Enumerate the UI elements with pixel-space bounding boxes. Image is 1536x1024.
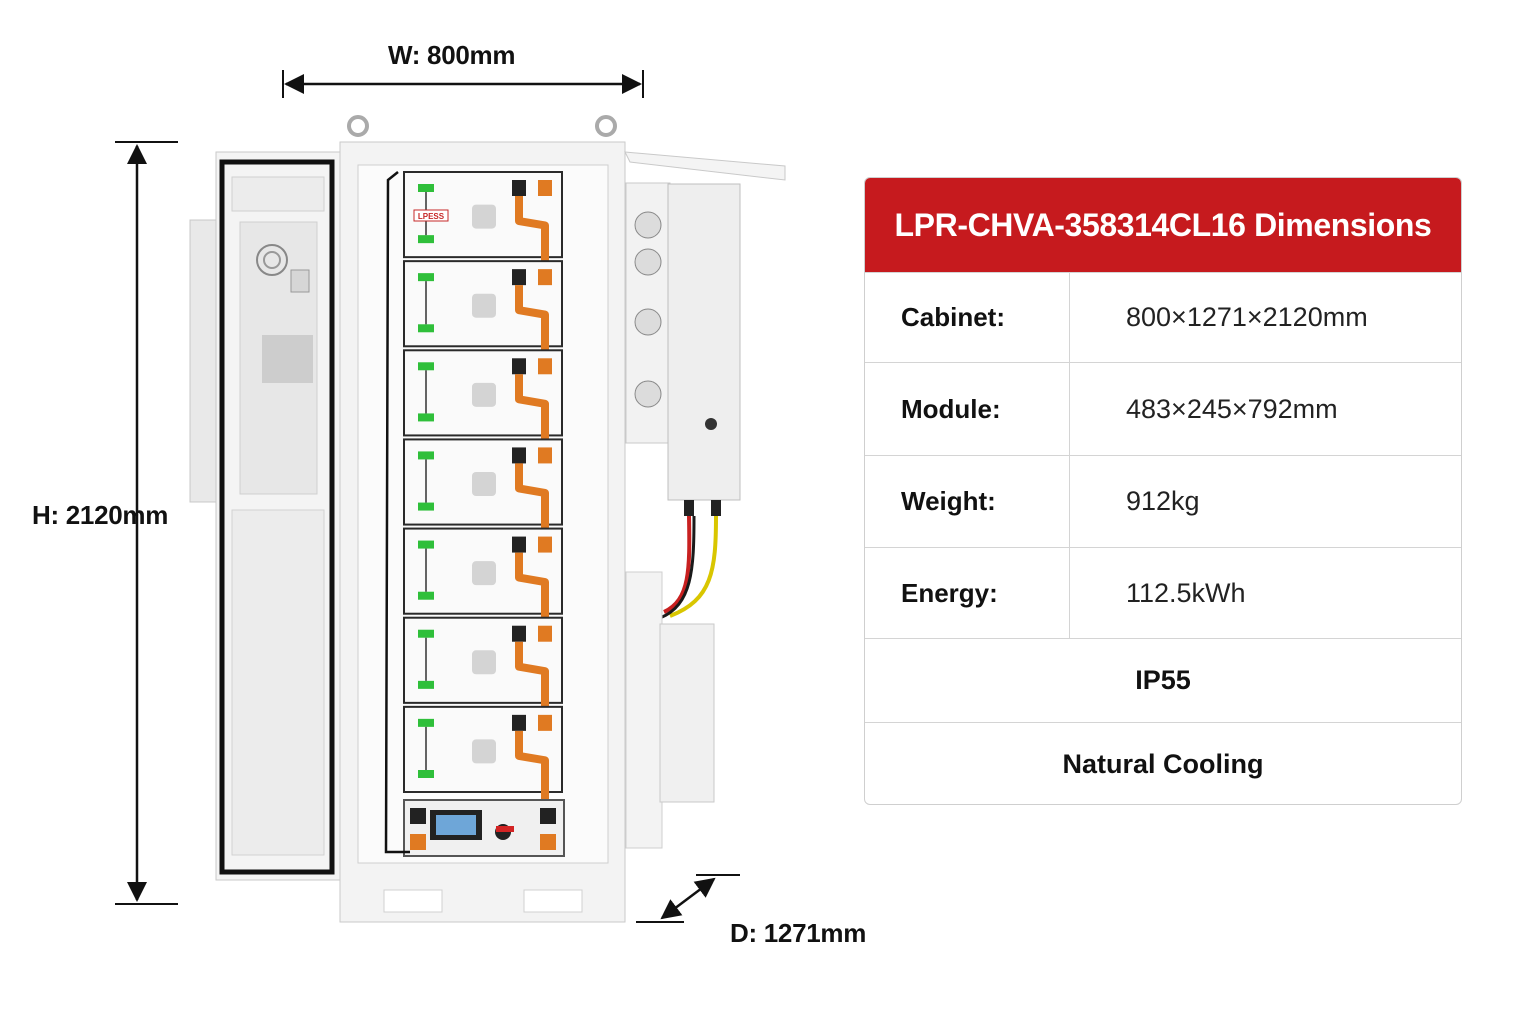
battery-module <box>403 705 563 804</box>
width-dimension-label: W: 800mm <box>388 40 516 70</box>
brand-badge: LPESS <box>413 209 449 222</box>
cable-black <box>384 171 410 854</box>
battery-module <box>403 527 563 626</box>
spec-ip-rating: IP55 <box>1135 665 1191 695</box>
spec-key: Weight: <box>865 456 1070 547</box>
inverter-unit <box>625 182 741 620</box>
spec-value: 800×1271×2120mm <box>1126 302 1368 332</box>
spec-row-cooling: Natural Cooling <box>865 722 1461 804</box>
spec-row-weight: Weight: 912kg <box>865 455 1461 547</box>
height-dimension-line <box>115 141 178 905</box>
brand-logo-text: LPESS <box>418 212 445 221</box>
spec-row-cabinet: Cabinet: 800×1271×2120mm <box>865 272 1461 362</box>
depth-dimension-label: D: 1271mm <box>730 918 867 948</box>
spec-value: 912kg <box>1126 486 1200 516</box>
control-box <box>403 799 565 857</box>
side-ac-unit <box>189 219 221 503</box>
width-dimension-line <box>282 70 644 98</box>
spec-row-energy: Energy: 112.5kWh <box>865 547 1461 638</box>
spec-row-ip-rating: IP55 <box>865 638 1461 722</box>
battery-module <box>403 349 563 448</box>
left-door <box>215 151 343 881</box>
spec-table: LPR-CHVA-358314CL16 Dimensions Cabinet: … <box>864 177 1462 805</box>
cabinet-illustration: LPESS <box>115 70 786 923</box>
depth-dimension-line <box>636 874 740 923</box>
spec-key: Cabinet: <box>865 273 1070 362</box>
spec-value: 483×245×792mm <box>1126 393 1338 424</box>
spec-table-title: LPR-CHVA-358314CL16 Dimensions <box>865 178 1461 272</box>
battery-module <box>403 438 563 537</box>
spec-cooling: Natural Cooling <box>1062 749 1264 779</box>
spec-value: 112.5kWh <box>1126 577 1246 608</box>
battery-module-stack <box>403 171 563 804</box>
spec-key: Energy: <box>865 548 1070 638</box>
junction-box <box>625 571 715 849</box>
battery-module <box>403 616 563 715</box>
battery-module <box>403 260 563 359</box>
spec-row-module: Module: 483×245×792mm <box>865 362 1461 455</box>
spec-key: Module: <box>865 363 1070 455</box>
